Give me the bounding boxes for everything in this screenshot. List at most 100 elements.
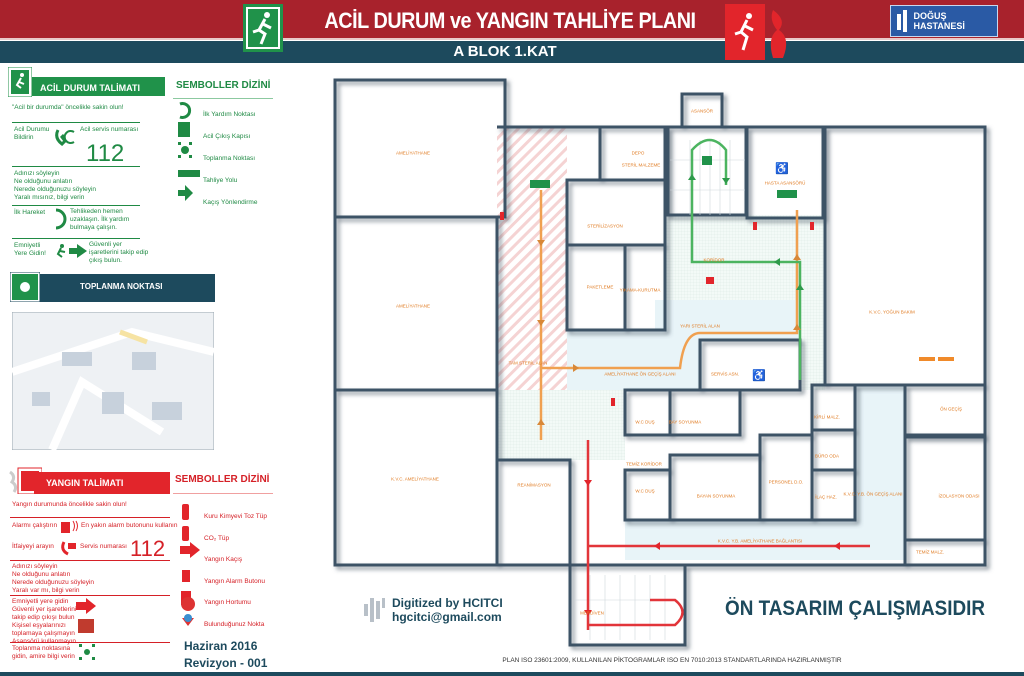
room-label: BAY SOYUNMA bbox=[668, 419, 702, 425]
fire-hose-icon bbox=[706, 277, 714, 284]
accessible-elevator-icon: ♿ bbox=[752, 369, 766, 382]
accessible-elevator-icon: ♿ bbox=[775, 162, 789, 175]
fire-service-label: Servis numarası bbox=[80, 543, 127, 550]
assembly-point-map[interactable] bbox=[12, 312, 214, 450]
fire-phone-icon bbox=[61, 541, 76, 556]
green-symbol-icons bbox=[178, 102, 200, 201]
extinguisher-icon bbox=[611, 398, 615, 406]
room-label: W.C DUŞ bbox=[635, 488, 655, 494]
room-label: YARI STERİL ALAN bbox=[680, 323, 720, 329]
stair-exit-icon bbox=[702, 156, 712, 165]
co2-extinguisher-icon bbox=[182, 526, 189, 541]
exit-door-icon bbox=[178, 122, 190, 137]
page-title: ACİL DURUM ve YANGIN TAHLİYE PLANI bbox=[324, 8, 696, 33]
room-label: HASTA ASANSÖRÜ bbox=[764, 180, 806, 186]
room-label: STERİL MALZEME bbox=[621, 162, 661, 168]
room-label: ÖN GEÇİŞ bbox=[939, 406, 963, 412]
room-label: K.V.C. Y.B. ÖN GEÇİŞ ALANI bbox=[843, 491, 903, 497]
alarm-button-icon bbox=[61, 520, 78, 533]
first-aid-icon bbox=[179, 102, 192, 119]
fire-instructions-heading: YANGIN TALİMATI bbox=[34, 472, 170, 494]
room-label: K.V.C. Y.B. AMELİYATHANE BAĞLANTISI bbox=[717, 538, 803, 544]
room-label: STERİLİZASYON bbox=[587, 223, 623, 229]
floor-subtitle: A BLOK 1.KAT bbox=[453, 43, 557, 60]
footer-standards: PLAN ISO 23601:2009, KULLANILAN PİKTOGRA… bbox=[502, 657, 842, 664]
draft-notice: ÖN TASARIM ÇALIŞMASIDIR bbox=[725, 597, 986, 620]
alarm-label: Alarmı çalıştırın bbox=[12, 522, 58, 529]
safe-label: Emniyetli Yere Gidin! bbox=[14, 242, 46, 257]
evacuation-routes bbox=[539, 138, 870, 630]
assembly-point-heading: TOPLANMA NOKTASI bbox=[40, 274, 215, 302]
room-label: K.V.C. AMELİYATHANE bbox=[391, 476, 439, 482]
room-label: REANİMASYON bbox=[517, 482, 551, 488]
logo-mark-icon bbox=[897, 10, 907, 32]
fire-escape-icon bbox=[180, 542, 200, 558]
run-arrow-icon bbox=[56, 244, 87, 258]
fire-alarm-button-icon bbox=[182, 570, 190, 582]
emergency-number: 112 bbox=[86, 140, 125, 167]
header-bar bbox=[0, 0, 1024, 40]
hcitci-logo-icon bbox=[364, 598, 385, 622]
extinguisher-icon bbox=[810, 222, 814, 230]
assembly-point-icon bbox=[10, 272, 40, 302]
phone-icon bbox=[55, 129, 75, 146]
room-label: SERVİS ASN. bbox=[711, 371, 739, 377]
room-label: KİRLİ MALZ. bbox=[814, 414, 840, 420]
room-label: BÜRO ODA bbox=[814, 453, 840, 459]
room-label: İZOLASYON ODASI bbox=[938, 493, 980, 499]
report-label: Acil Durumu Bildirin bbox=[14, 126, 50, 141]
logo-text: DOĞUŞ HASTANESİ bbox=[913, 11, 965, 31]
plan-symbols: ♿ ♿ bbox=[500, 156, 954, 406]
exit-sign-icon bbox=[777, 190, 797, 198]
evacuation-route-icon bbox=[178, 170, 200, 177]
room-label: PAKETLEME bbox=[586, 284, 614, 290]
assembly-point-small-icon bbox=[79, 644, 95, 660]
first-aid-text: Tehlikeden hemen uzaklaşın. İlk yardım b… bbox=[70, 208, 130, 231]
green-route bbox=[690, 138, 802, 380]
extinguisher-icon bbox=[753, 222, 757, 230]
extinguisher-icon bbox=[500, 212, 504, 220]
assembly-point-icon bbox=[178, 142, 192, 158]
alarm-text: En yakın alarm butonunu kullanın bbox=[81, 522, 178, 529]
room-label: AMELİYATHANE bbox=[395, 150, 431, 156]
room-label: TEMİZ KORİDOR bbox=[626, 461, 662, 467]
fire-arrow-no-elevator-icons bbox=[76, 598, 96, 633]
dry-powder-extinguisher-icon bbox=[182, 504, 189, 520]
stairs bbox=[575, 140, 745, 640]
room-label: TEMİZ MALZ. bbox=[916, 549, 944, 555]
red-route bbox=[586, 440, 870, 630]
hospital-logo: DOĞUŞ HASTANESİ bbox=[890, 5, 998, 37]
fire-calm-text: Yangın durumunda öncelikle sakin olun! bbox=[12, 501, 127, 508]
calm-text: "Acil bir durumda" öncelikle sakin olun! bbox=[12, 104, 124, 111]
room-label: PERSONEL D.O. bbox=[768, 479, 804, 485]
symbols-heading-red: SEMBOLLER DİZİNİ bbox=[175, 474, 270, 485]
fire-exit-icon bbox=[725, 4, 787, 60]
first-aid-label: İlk Hareket bbox=[14, 209, 46, 216]
call-fire-dept-label: İtfaiyeyi arayın bbox=[12, 543, 54, 550]
symbols-heading-green: SEMBOLLER DİZİNİ bbox=[176, 80, 271, 91]
room-label: KORİDOR bbox=[703, 257, 725, 263]
first-aid-crescent-icon bbox=[55, 208, 67, 230]
room-label: W.C DUŞ bbox=[635, 419, 655, 425]
room-label: BAYAN SOYUNMA bbox=[696, 493, 736, 499]
service-label: Acil servis numarası bbox=[80, 126, 139, 133]
room-label: K.V.C. YOĞUN BAKIM bbox=[869, 309, 915, 315]
emergency-instructions-heading: ACİL DURUM TALİMATI bbox=[32, 77, 165, 96]
safe-text: Güvenli yer işaretlerini takip edip çıkı… bbox=[89, 241, 149, 264]
room-label: ASANSÖR bbox=[690, 108, 714, 114]
room-label: AMELİYATHANE ÖN GEÇİŞ ALANI bbox=[604, 371, 676, 377]
exit-sign-icon bbox=[530, 180, 550, 188]
room-label: DEPO bbox=[631, 150, 645, 156]
bottom-border bbox=[0, 672, 1024, 676]
room-label: YIKAMA-KURUTMA bbox=[619, 287, 661, 293]
escape-direction-icon bbox=[178, 185, 193, 201]
walls bbox=[333, 78, 987, 647]
room-label: AMELİYATHANE bbox=[395, 303, 431, 309]
